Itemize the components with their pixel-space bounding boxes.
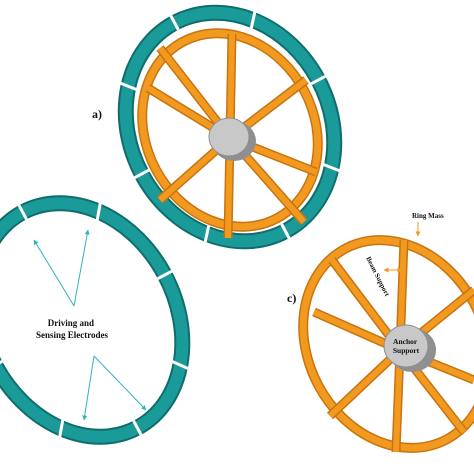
beam-support-label: Beam Support: [364, 255, 391, 298]
anchor-support-line-1: Anchor: [393, 337, 418, 346]
panel-b-callout-line-1: Driving and: [48, 318, 94, 328]
panel-b-electrodes: [0, 195, 191, 445]
panel-c-structure: [298, 235, 474, 453]
callout-arrow-lower-left: [82, 355, 95, 421]
panel-c-annotation-arrows: [383, 222, 421, 273]
ring-mass-label: Ring Mass: [412, 212, 444, 220]
panel-a-assembly: [117, 4, 343, 250]
callout-arrow-upper-right: [73, 229, 90, 307]
anchor-support-line-2: Support: [393, 346, 420, 355]
panel-b-callout-line-2: Sensing Electrodes: [36, 330, 109, 340]
panel-c-label: c): [287, 291, 296, 305]
panel-a-label: a): [92, 107, 102, 121]
panel-b-callout-label: Driving and Sensing Electrodes: [36, 318, 109, 340]
panel-c-anchor: [383, 324, 436, 372]
panel-a-ring-mass: [137, 28, 323, 232]
panel-a-electrode-ring: [117, 4, 343, 250]
panel-a-anchor: [208, 117, 256, 161]
panel-b-callout-lines: [33, 229, 147, 421]
callout-arrow-lower-right: [93, 355, 147, 411]
callout-arrow-upper-left: [33, 239, 75, 307]
anchor-support-label: Anchor Support: [393, 337, 420, 355]
